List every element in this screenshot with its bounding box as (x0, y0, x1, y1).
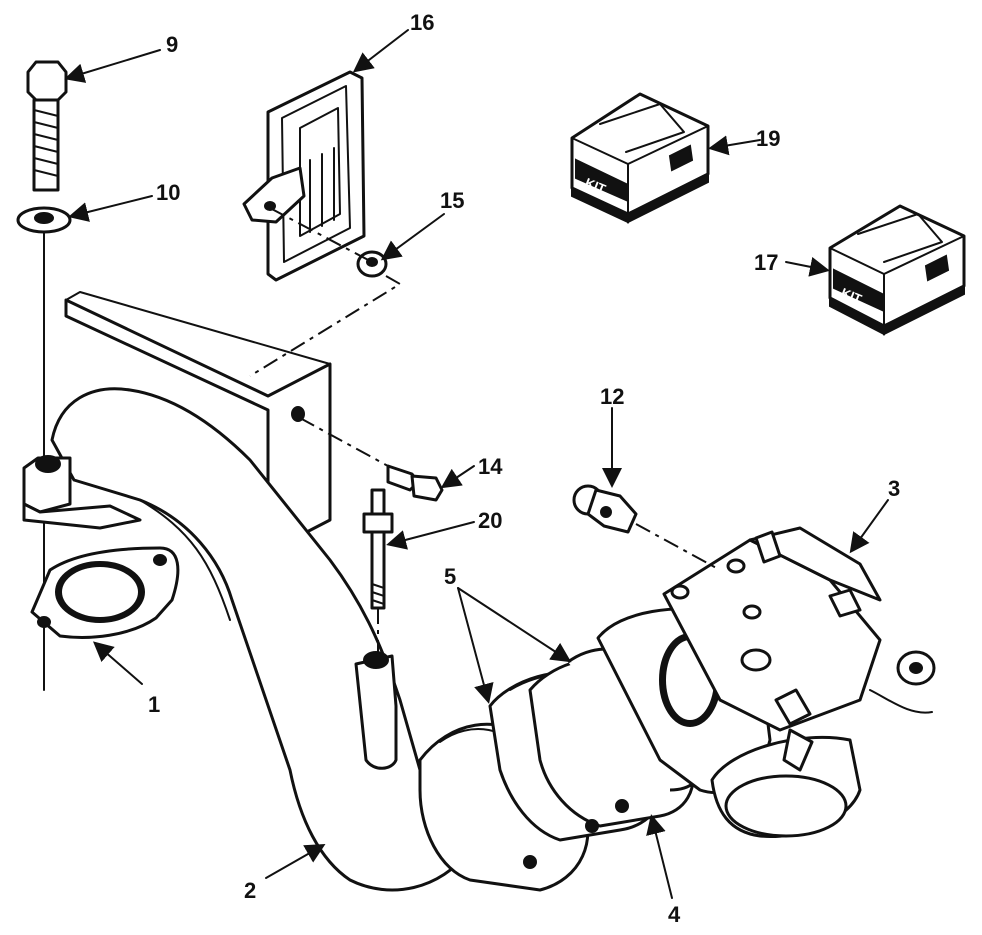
bolt-part-9 (26, 60, 68, 192)
callout-3: 3 (888, 476, 900, 501)
washer-part-10 (16, 206, 72, 234)
callout-12: 12 (600, 384, 624, 409)
alignment-line-fitting (635, 523, 721, 571)
callout-9: 9 (166, 32, 178, 57)
reed-valve-part-16 (242, 70, 366, 282)
callout-15: 15 (440, 188, 464, 213)
callout-16: 16 (410, 10, 434, 35)
callout-10: 10 (156, 180, 180, 205)
callout-5: 5 (444, 564, 456, 589)
fitting-part-12 (572, 484, 638, 534)
callout-19: 19 (756, 126, 780, 151)
callout-4: 4 (668, 902, 681, 927)
alignment-line-reed (249, 207, 402, 377)
kit-box-part-17: KIT (828, 204, 966, 336)
callout-20: 20 (478, 508, 502, 533)
kit-label-17: KIT (839, 285, 864, 307)
carburetor-part-3 (596, 526, 936, 839)
callout-14: 14 (478, 454, 503, 479)
callout-2: 2 (244, 878, 256, 903)
nut-part-15 (356, 250, 388, 278)
stud-part-20 (362, 488, 394, 610)
leader-lines (64, 29, 889, 899)
screw-part-14 (386, 464, 444, 502)
gasket-part-1 (30, 546, 180, 639)
callout-1: 1 (148, 692, 160, 717)
callout-17: 17 (754, 250, 778, 275)
kit-label-19: KIT (583, 175, 608, 197)
kit-box-part-19: KIT (570, 92, 710, 224)
